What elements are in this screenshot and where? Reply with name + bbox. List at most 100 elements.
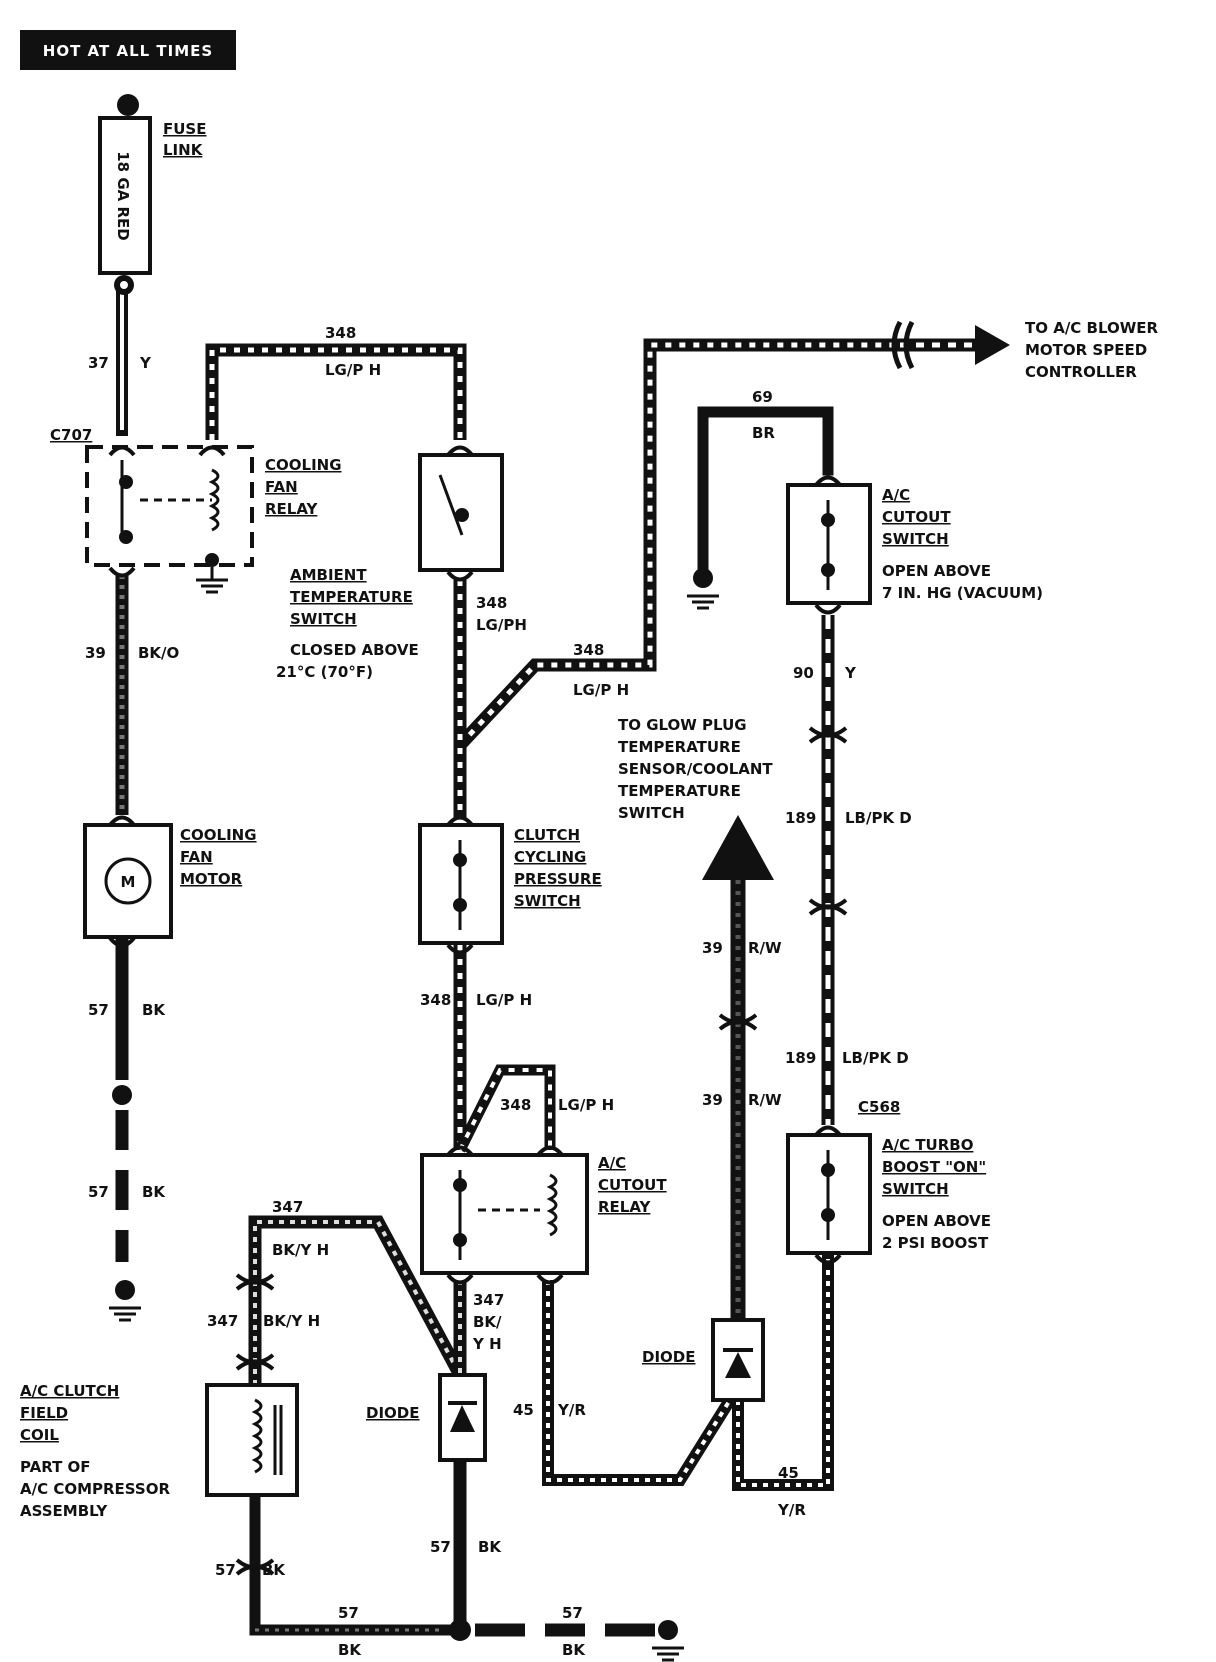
cooling-fan-motor: M: [83, 815, 173, 948]
wire-57-bottom: [249, 1460, 655, 1637]
wire-348-top: [205, 343, 467, 440]
wire-348-b: [453, 945, 556, 1153]
wire-45: [542, 1255, 834, 1491]
ac-turbo-label-2: BOOST "ON": [882, 1158, 986, 1176]
ac-clutch-label-1: A/C CLUTCH: [20, 1382, 119, 1400]
inline-connector-39rw: [718, 1013, 758, 1031]
w37-num: 37: [88, 354, 109, 372]
connector-c568: C568: [858, 1098, 900, 1116]
cooling-fan-motor-label-3: MOTOR: [180, 870, 243, 888]
w39rw-b-color: R/W: [748, 1091, 782, 1109]
ac-clutch-note-2: A/C COMPRESSOR: [20, 1480, 170, 1498]
w189-a-color: LB/PK D: [845, 809, 912, 827]
ac-cutout-relay: [420, 1145, 589, 1285]
w57-b-color: BK: [142, 1183, 166, 1201]
ac-cutout-switch-note-1: OPEN ABOVE: [882, 562, 991, 580]
ambient-note-1: CLOSED ABOVE: [290, 641, 419, 659]
splice-dot-left: [112, 1085, 132, 1105]
w57-e-num: 57: [338, 1604, 359, 1622]
w39rw-a-num: 39: [702, 939, 723, 957]
w57-e-color: BK: [338, 1641, 362, 1659]
blower-label-2: MOTOR SPEED: [1025, 341, 1147, 359]
w45-a-num: 45: [513, 1401, 534, 1419]
ac-cutout-switch-label-1: A/C: [882, 486, 910, 504]
ac-clutch-label-2: FIELD: [20, 1404, 68, 1422]
w57-c-num: 57: [430, 1538, 451, 1556]
wire-347: [248, 1215, 467, 1385]
clutch-switch-label-4: SWITCH: [514, 892, 581, 910]
w347-b-color-1: BK/: [473, 1313, 502, 1331]
cooling-fan-relay-label-2: FAN: [265, 478, 298, 496]
ac-clutch-note-1: PART OF: [20, 1458, 91, 1476]
splice-dot-bottom: [449, 1619, 471, 1641]
inline-connector-189: [808, 898, 848, 916]
ground-symbol-bottom: [652, 1620, 684, 1662]
wire-348-blower: [455, 320, 1010, 750]
w189-b-color: LB/PK D: [842, 1049, 909, 1067]
w348-top-num: 348: [325, 324, 356, 342]
w57-b-num: 57: [88, 1183, 109, 1201]
w39-num: 39: [85, 644, 106, 662]
ac-turbo-note-2: 2 PSI BOOST: [882, 1234, 989, 1252]
w347-a-num: 347: [272, 1198, 303, 1216]
ac-cutout-switch-note-2: 7 IN. HG (VACUUM): [882, 584, 1043, 602]
ambient-switch-label-1: AMBIENT: [290, 566, 367, 584]
ac-cutout-switch: [786, 475, 872, 615]
w189-b-num: 189: [785, 1049, 816, 1067]
ac-cutout-relay-label-3: RELAY: [598, 1198, 652, 1216]
diode-left-label: DIODE: [366, 1404, 419, 1422]
w57-f-num: 57: [562, 1604, 583, 1622]
w57-d-color: BK: [262, 1561, 286, 1579]
ac-turbo-label-1: A/C TURBO: [882, 1136, 973, 1154]
w348-a-num: 348: [476, 594, 507, 612]
clutch-switch-label-3: PRESSURE: [514, 870, 602, 888]
blower-label-1: TO A/C BLOWER: [1025, 319, 1159, 337]
ac-cutout-relay-label-2: CUTOUT: [598, 1176, 667, 1194]
w348-c-color: LG/P H: [476, 991, 532, 1009]
ac-clutch-field-coil: [205, 1383, 299, 1497]
clutch-cycling-pressure-switch: [418, 815, 504, 955]
header-title: HOT AT ALL TIMES: [43, 42, 213, 60]
cooling-fan-motor-label-2: FAN: [180, 848, 213, 866]
w39rw-b-num: 39: [702, 1091, 723, 1109]
glow-plug-label-5: SWITCH: [618, 804, 685, 822]
clutch-switch-label-2: CYCLING: [514, 848, 586, 866]
fuse-link-label-1: FUSE: [163, 120, 206, 138]
w348-b-color: LG/P H: [573, 681, 629, 699]
w69-color: BR: [752, 424, 775, 442]
w57-a-color: BK: [142, 1001, 166, 1019]
w37-color: Y: [139, 354, 152, 372]
w39rw-a-color: R/W: [748, 939, 782, 957]
glow-plug-label-3: SENSOR/COOLANT: [618, 760, 773, 778]
ac-cutout-switch-label-3: SWITCH: [882, 530, 949, 548]
hot-at-all-times-badge: HOT AT ALL TIMES: [20, 30, 236, 70]
glow-plug-label-1: TO GLOW PLUG: [618, 716, 747, 734]
ac-clutch-note-3: ASSEMBLY: [20, 1502, 108, 1520]
w347-b-color-2: Y H: [472, 1335, 502, 1353]
w90-color: Y: [844, 664, 857, 682]
ac-cutout-relay-label-1: A/C: [598, 1154, 626, 1172]
diode-left: [438, 1373, 487, 1462]
w348-d-color: LG/P H: [558, 1096, 614, 1114]
ground-symbol-relay: [196, 567, 228, 594]
ac-turbo-note-1: OPEN ABOVE: [882, 1212, 991, 1230]
ground-symbol-left: [109, 1280, 141, 1322]
diode-right: [711, 1318, 765, 1402]
cooling-fan-relay-label-3: RELAY: [265, 500, 319, 518]
blower-label-3: CONTROLLER: [1025, 363, 1137, 381]
ambient-note-2: 21°C (70°F): [276, 663, 373, 681]
w57-c-color: BK: [478, 1538, 502, 1556]
w57-f-color: BK: [562, 1641, 586, 1659]
w347-b-num: 347: [473, 1291, 504, 1309]
w348-top-color: LG/P H: [325, 361, 381, 379]
w45-b-color: Y/R: [777, 1501, 806, 1519]
glow-plug-label-2: TEMPERATURE: [618, 738, 741, 756]
connector-c707: C707: [50, 426, 92, 444]
diode-right-label: DIODE: [642, 1348, 695, 1366]
w348-c-num: 348: [420, 991, 451, 1009]
w347-c-num: 347: [207, 1312, 238, 1330]
inline-connector-347-a: [235, 1273, 275, 1291]
w45-a-color: Y/R: [557, 1401, 586, 1419]
fuse-link: 18 GA RED: [98, 94, 152, 295]
